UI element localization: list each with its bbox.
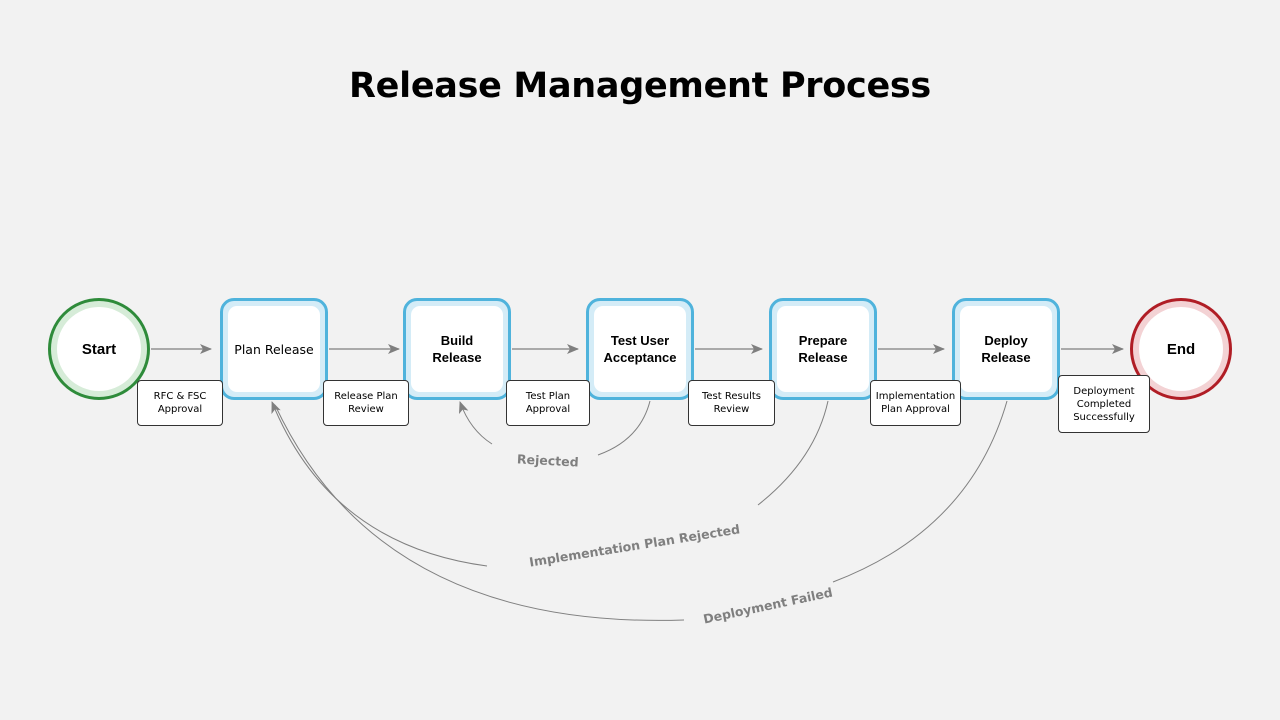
end-label: End xyxy=(1139,307,1223,391)
start-node: Start xyxy=(48,298,150,400)
step-plan-release: Plan Release xyxy=(220,298,328,400)
loop-impl-rejected-head xyxy=(271,401,488,567)
step-prepare-release: Prepare Release xyxy=(769,298,877,400)
step-label: Plan Release xyxy=(228,306,320,392)
loop-impl-rejected-tail xyxy=(757,400,829,506)
gate-test-plan-approval: Test Plan Approval xyxy=(506,380,590,426)
step-deploy-release: Deploy Release xyxy=(952,298,1060,400)
end-node: End xyxy=(1130,298,1232,400)
gate-release-plan-review: Release Plan Review xyxy=(323,380,409,426)
loop-deploy-failed-head xyxy=(274,404,685,621)
page-title: Release Management Process xyxy=(349,66,931,106)
step-test-user-acceptance: Test User Acceptance xyxy=(586,298,694,400)
gate-implementation-plan-approval: Implementation Plan Approval xyxy=(870,380,961,426)
step-label: Deploy Release xyxy=(960,306,1052,392)
loop-rejected-head xyxy=(458,401,493,445)
loop-rejected-tail xyxy=(597,400,651,456)
gate-rfc-fsc-approval: RFC & FSC Approval xyxy=(137,380,223,426)
gate-test-results-review: Test Results Review xyxy=(688,380,775,426)
loop-deploy-failed-tail xyxy=(832,400,1008,583)
step-label: Test User Acceptance xyxy=(594,306,686,392)
gate-deployment-completed: Deployment Completed Successfully xyxy=(1058,375,1150,433)
step-label: Build Release xyxy=(411,306,503,392)
step-label: Prepare Release xyxy=(777,306,869,392)
start-label: Start xyxy=(57,307,141,391)
loop-label-rejected: Rejected xyxy=(516,451,580,470)
step-build-release: Build Release xyxy=(403,298,511,400)
